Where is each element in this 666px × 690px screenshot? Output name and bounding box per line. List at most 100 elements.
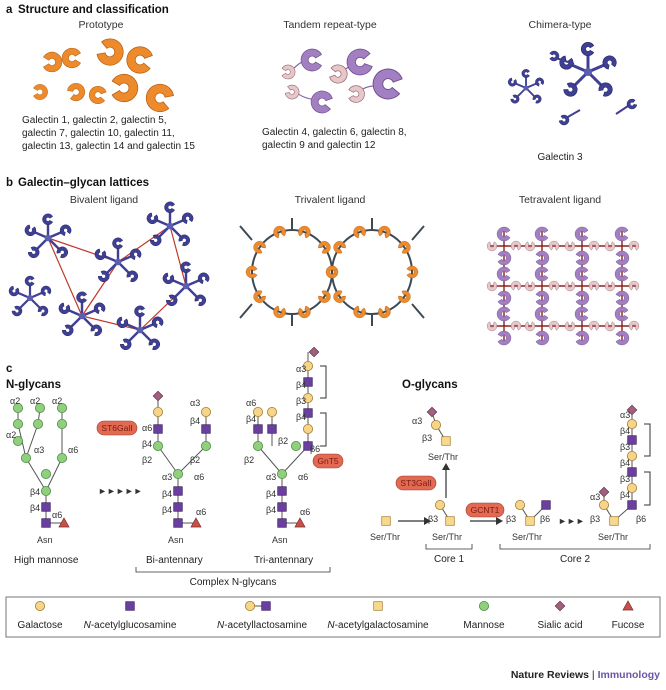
legend: Galactose N-acetylglucosamine N-acetylla… (17, 600, 645, 631)
prototype-label: Prototype (79, 19, 124, 31)
panel-a-title: Structure and classification (18, 4, 169, 16)
link-b3-c2-2: β3 (620, 474, 630, 484)
link-a6-tri: α6 (246, 398, 256, 408)
link-b4-c2-2: β4 (620, 458, 630, 468)
o-glycans-pathway: Ser/Thr β3 Ser/Thr ST3GalI α3 β3 Ser/Thr… (370, 404, 651, 542)
bi-antennary-label: Bi-antennary (146, 555, 203, 566)
link-b3-c1s: β3 (422, 433, 432, 443)
trivalent-label: Trivalent ligand (295, 194, 366, 206)
link-b4-tri-4: β4 (266, 489, 276, 499)
n-glycans-title: N-glycans (6, 379, 61, 391)
prototype-members-2: galectin 7, galectin 10, galectin 11, (22, 128, 175, 139)
serthr-4: Ser/Thr (512, 532, 542, 542)
link-b4-tri-1: β4 (296, 380, 306, 390)
complex-bracket (135, 567, 331, 573)
asn-bi: Asn (168, 535, 184, 545)
link-b4-bi-1: β4 (142, 439, 152, 449)
link-a6-hm-fuc: α6 (52, 510, 62, 520)
legend-galactose: Galactose (17, 620, 62, 631)
core2-arrows: ►►► (558, 516, 585, 526)
link-a3-c2-2: α3 (590, 492, 600, 502)
link-a6-bi-core: α6 (194, 472, 204, 482)
journal-credit: Nature Reviews | Immunology (511, 669, 660, 681)
tandem-members-1: Galectin 4, galectin 6, galectin 8, (262, 127, 407, 138)
link-a3-hm: α3 (34, 445, 44, 455)
link-a6-tri-core: α6 (298, 472, 308, 482)
prototype-members-1: Galectin 1, galectin 2, galectin 5, (22, 115, 167, 126)
link-b4-tri-2: β4 (296, 412, 306, 422)
link-a2-4: α2 (6, 430, 16, 440)
panel-b-title: Galectin–glycan lattices (18, 177, 149, 189)
link-b3-c2-3: β3 (590, 514, 600, 524)
link-b4-bi-3: β4 (162, 489, 172, 499)
link-a3-bi-core: α3 (162, 472, 172, 482)
tetravalent-lattice (486, 226, 640, 346)
link-b4-tri-5: β4 (266, 505, 276, 515)
panel-b-letter: b (6, 177, 13, 189)
st6gal-label: ST6GalI (101, 423, 132, 433)
bivalent-label: Bivalent ligand (70, 194, 138, 206)
prototype-galectin-dimers (33, 35, 177, 116)
serthr-5: Ser/Thr (598, 532, 628, 542)
prototype-members-3: galectin 13, galectin 14 and galectin 15 (22, 141, 195, 152)
panel-a-letter: a (6, 4, 13, 16)
legend-glcnac: N-acetylglucosamine (84, 620, 177, 631)
link-b4-c2-3: β4 (620, 490, 630, 500)
link-b2-tri-1: β2 (244, 455, 254, 465)
tandem-label: Tandem repeat-type (283, 19, 377, 31)
panel-c-letter: c (6, 363, 13, 375)
link-a2-2: α2 (30, 396, 40, 406)
link-b2-tri-2: β2 (278, 436, 288, 446)
serthr-1: Ser/Thr (370, 532, 400, 542)
legend-sialic-acid: Sialic acid (537, 620, 582, 631)
legend-lacnac: N-acetyllactosamine (217, 620, 307, 631)
gnt5-label: GnT5 (317, 456, 339, 466)
gcnt1-badge (465, 502, 505, 518)
link-b6-tri: β6 (310, 444, 320, 454)
high-mannose-label: High mannose (14, 555, 79, 566)
complex-n-glycans-label: Complex N-glycans (190, 577, 277, 588)
link-b3-c1: β3 (428, 514, 438, 524)
link-b2-bi-1: β2 (142, 455, 152, 465)
st6gal-badge (96, 420, 138, 436)
gnt5-badge (312, 453, 344, 469)
asn-tri: Asn (272, 535, 288, 545)
legend-fucose: Fucose (612, 620, 645, 631)
st3gal-label: ST3GalI (400, 478, 431, 488)
link-b3-tri-1: β3 (296, 396, 306, 406)
link-a2-3: α2 (52, 396, 62, 406)
link-b6-c2: β6 (540, 514, 550, 524)
link-b6-c2-2: β6 (636, 514, 646, 524)
link-b2-bi-2: β2 (190, 455, 200, 465)
tandem-members-2: galectin 9 and galectin 12 (262, 140, 376, 151)
asn-hm: Asn (37, 535, 53, 545)
link-b4-c2-1: β4 (620, 426, 630, 436)
st3gal-badge (395, 475, 437, 491)
chimera-members: Galectin 3 (537, 152, 582, 163)
link-a6-bi-fuc: α6 (196, 507, 206, 517)
o-glycans-title: O-glycans (402, 379, 458, 391)
chimera-galectin-oligomers (507, 42, 638, 127)
link-b4-hm-1: β4 (30, 487, 40, 497)
link-b4-bi-4: β4 (162, 505, 172, 515)
link-a6-tri-fuc: α6 (300, 507, 310, 517)
multi-arrow: ►►►►► (98, 486, 143, 496)
link-b3-c2-1: β3 (620, 442, 630, 452)
legend-box (5, 596, 661, 638)
gcnt1-label: GCNT1 (471, 505, 500, 515)
link-a2-1: α2 (10, 396, 20, 406)
serthr-2: Ser/Thr (432, 532, 462, 542)
legend-galnac: N-acetylgalactosamine (327, 620, 429, 631)
link-b3-c2: β3 (506, 514, 516, 524)
core2-label: Core 2 (560, 554, 590, 565)
bi-antennary-glycan: ST6GalI α6 α3 β4 β4 β2 β2 α3 α6 β4 β4 α6… (96, 390, 212, 545)
chimera-label: Chimera-type (528, 19, 591, 31)
tri-antennary-label: Tri-antennary (254, 555, 313, 566)
serthr-3: Ser/Thr (428, 452, 458, 462)
core1-label: Core 1 (434, 554, 464, 565)
trivalent-lattice (239, 218, 425, 326)
link-a3-tri-1: α3 (296, 364, 306, 374)
link-b4-bi-2: β4 (190, 416, 200, 426)
tetravalent-label: Tetravalent ligand (519, 194, 601, 206)
